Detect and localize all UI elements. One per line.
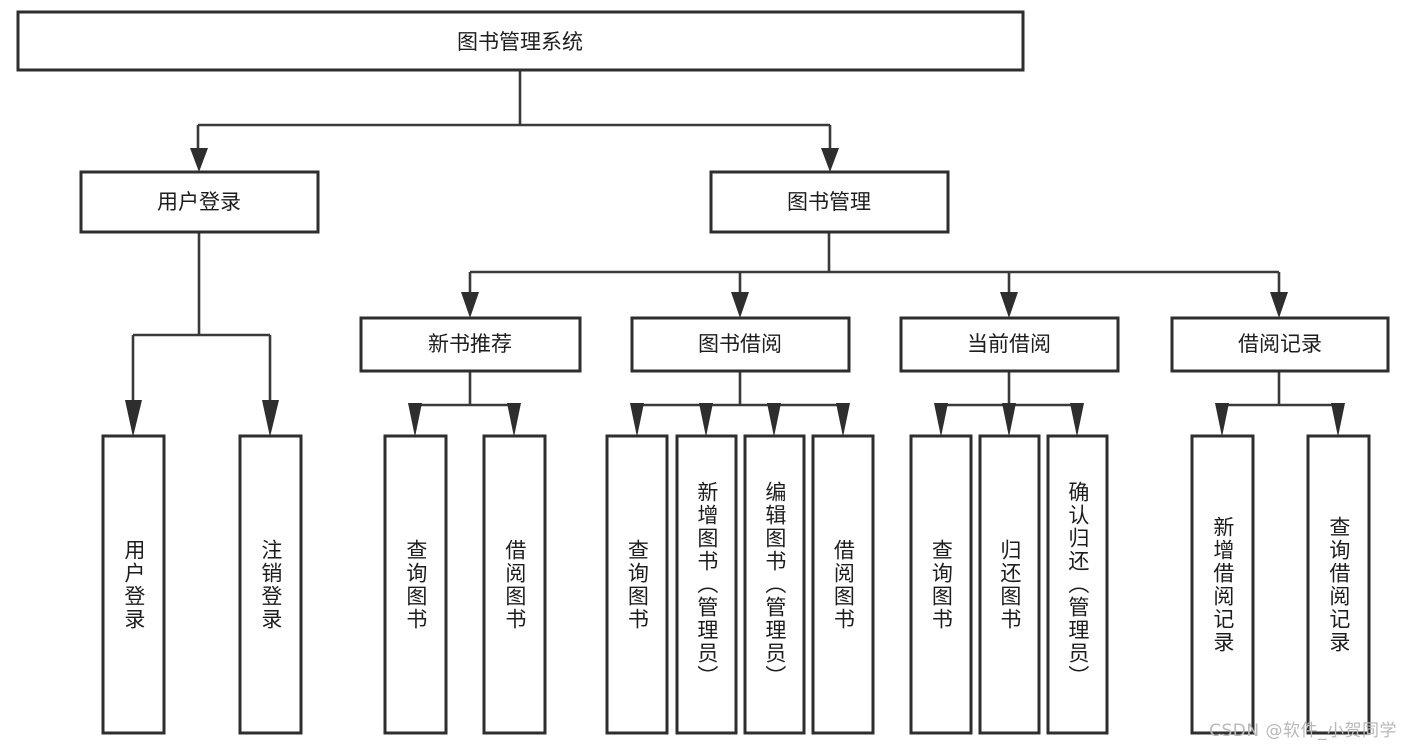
node-borrow-record-box[interactable]	[1170, 316, 1390, 373]
leaf-box-borrow-book-bb[interactable]	[811, 434, 875, 735]
node-root-label: 图书管理系统	[457, 30, 583, 54]
node-book-borrow-label: 图书借阅	[698, 332, 782, 356]
node-user-login-label: 用户登录	[157, 190, 241, 214]
arrowhead-borrow-record-leaf1	[1215, 403, 1229, 437]
leaf-box-query-book-cb[interactable]	[909, 434, 973, 735]
node-root-box[interactable]	[16, 10, 1025, 72]
arrowhead-current-borrow	[1000, 292, 1018, 318]
node-current-borrow-box[interactable]	[899, 316, 1120, 373]
node-current-borrow[interactable]: 当前借阅	[899, 316, 1120, 373]
node-book-borrow-box[interactable]	[630, 316, 851, 373]
node-new-book-recommend[interactable]: 新书推荐	[359, 316, 582, 373]
leaf-box-add-borrow-record[interactable]	[1190, 434, 1255, 735]
node-current-borrow-label: 当前借阅	[967, 332, 1051, 356]
node-book-management-label: 图书管理	[787, 190, 871, 214]
nodes-layer: 图书管理系统 用户登录 图书管理 新书推荐 图书借阅	[16, 10, 1390, 735]
arrowhead-borrow-record-leaf2	[1331, 403, 1345, 437]
arrowhead-book-mgmt	[821, 148, 839, 172]
leaf-box-edit-book-admin[interactable]	[743, 434, 806, 735]
node-borrow-record[interactable]: 借阅记录	[1170, 316, 1390, 373]
node-new-book-recommend-box[interactable]	[359, 316, 582, 373]
node-borrow-record-label: 借阅记录	[1238, 332, 1322, 356]
leaf-box-confirm-return-admin[interactable]	[1046, 434, 1109, 735]
csdn-watermark: CSDN @软件_小贺同学	[1209, 721, 1397, 741]
arrowhead-book-borrow-leaf1	[630, 403, 644, 437]
arrowhead-borrow-record	[1270, 292, 1288, 318]
arrowhead-book-borrow-leaf4	[836, 403, 850, 437]
leaf-box-query-borrow-record[interactable]	[1306, 434, 1371, 735]
leaf-box-logout[interactable]	[238, 434, 303, 735]
node-new-book-recommend-label: 新书推荐	[428, 332, 512, 356]
leaf-box-return-book[interactable]	[978, 434, 1041, 735]
arrowhead-current-borrow-leaf1	[934, 403, 948, 437]
leaf-box-add-book-admin[interactable]	[675, 434, 738, 735]
leaf-box-borrow-book-nb[interactable]	[482, 434, 547, 735]
arrowheads-layer	[125, 148, 1345, 437]
arrowhead-current-borrow-leaf2	[1002, 403, 1016, 437]
leaf-box-query-book-bb[interactable]	[605, 434, 669, 735]
arrowhead-user-login	[190, 148, 208, 172]
node-book-management-box[interactable]	[709, 170, 950, 234]
arrowhead-new-book-leaf1	[408, 403, 422, 437]
node-book-borrow[interactable]: 图书借阅	[630, 316, 851, 373]
leaf-box-query-book-nb[interactable]	[383, 434, 448, 735]
node-user-login[interactable]: 用户登录	[79, 170, 320, 234]
leaf-box-user-login[interactable]	[101, 434, 166, 735]
node-root[interactable]: 图书管理系统	[16, 10, 1025, 72]
arrowhead-book-borrow-leaf3	[767, 403, 781, 437]
arrowhead-book-borrow-leaf2	[699, 403, 713, 437]
arrowhead-new-book-leaf2	[507, 403, 521, 437]
arrowhead-current-borrow-leaf3	[1070, 403, 1084, 437]
node-book-management[interactable]: 图书管理	[709, 170, 950, 234]
arrowhead-new-book	[461, 292, 479, 318]
arrowhead-user-login-leaf1	[125, 400, 142, 437]
arrowhead-book-borrow	[731, 292, 749, 318]
arrowhead-user-login-leaf2	[262, 400, 279, 437]
node-user-login-box[interactable]	[79, 170, 320, 234]
